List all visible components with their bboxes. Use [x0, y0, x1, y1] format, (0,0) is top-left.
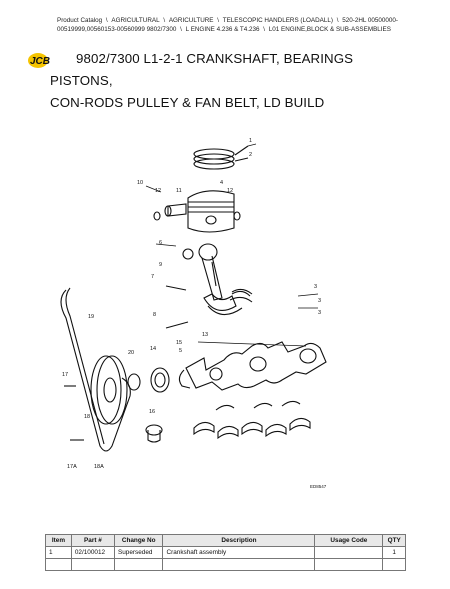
callout-label: 3 [318, 310, 321, 316]
breadcrumb-item[interactable]: 520-2HL 00500000-00519999,00560153-00560… [57, 17, 399, 33]
parts-diagram: 1 2 3 4 5 6 7 8 9 10 11 12 12 13 14 15 1… [60, 138, 327, 489]
bearing-shells [229, 290, 253, 303]
callout-label: 19 [88, 314, 94, 320]
circlip [233, 211, 241, 221]
callout-label: 3 [318, 298, 321, 304]
callout-label: 18A [94, 464, 104, 470]
callout-label: 4 [220, 180, 223, 186]
cell-part-number [70, 558, 115, 571]
column-header-item[interactable]: Item [45, 534, 72, 547]
callout-label: 2 [249, 152, 252, 158]
bearing-shell-upper [231, 288, 253, 295]
big-end-bolt [165, 285, 187, 291]
callout-label: 1 [249, 138, 252, 144]
column-header-usage[interactable]: Usage Code [314, 534, 384, 547]
breadcrumb: Product Catalog \ AGRICULTURAL \ AGRICUL… [57, 17, 399, 33]
callout-label: 14 [150, 346, 156, 352]
callout-label: 20 [128, 350, 134, 356]
cell-usage-code [314, 558, 384, 571]
callout-label: 5 [179, 348, 182, 354]
cell-change-no [113, 558, 164, 571]
callout-label: 6 [159, 240, 162, 246]
fan-belt [60, 289, 131, 452]
breadcrumb-item[interactable]: L ENGINE 4.236 & T4.236 [185, 25, 260, 33]
table-header-row: Item Part # Change No Description Usage … [45, 534, 406, 547]
main-bearing-shells [193, 400, 311, 440]
circlip [153, 211, 161, 221]
breadcrumb-item[interactable]: AGRICULTURAL [111, 17, 160, 24]
title-line-1: 9802/7300 L1-2-1 CRANKSHAFT, BEARINGS PI… [50, 51, 354, 88]
cell-qty: 1 [382, 546, 406, 559]
callout-label: 17A [67, 464, 77, 470]
column-header-qty[interactable]: QTY [382, 534, 406, 547]
piston-rings [193, 145, 249, 170]
callout-label: 13 [202, 332, 208, 338]
connecting-rod [198, 243, 243, 316]
crank-gear [150, 367, 170, 393]
jcb-logo: JCB [28, 53, 50, 68]
column-header-part[interactable]: Part # [70, 534, 115, 547]
thrust-washer [127, 373, 141, 391]
callout-label: 17 [62, 372, 68, 378]
breadcrumb-item[interactable]: AGRICULTURE [168, 17, 214, 24]
cell-item [45, 558, 72, 571]
page-title: 9802/7300 L1-2-1 CRANKSHAFT, BEARINGS PI… [50, 48, 410, 114]
callout-label: 15 [176, 340, 182, 346]
cell-qty [382, 558, 406, 571]
big-end-nut [165, 321, 189, 329]
callout-label: 16 [149, 409, 155, 415]
callout-label: 11 [176, 188, 182, 194]
breadcrumb-item[interactable]: TELESCOPIC HANDLERS (LOADALL) [222, 17, 333, 24]
thrust-washers [145, 424, 163, 443]
table-row [45, 558, 406, 571]
cell-change-no: Superseded [113, 546, 164, 559]
crankshaft-pulley [90, 355, 128, 425]
piston [187, 190, 235, 233]
parts-table: Item Part # Change No Description Usage … [45, 534, 406, 571]
callout-label: 7 [151, 274, 154, 280]
breadcrumb-item[interactable]: Product Catalog [57, 17, 103, 24]
title-line-2: CON-RODS PULLEY & FAN BELT, LD BUILD [50, 95, 325, 110]
callout-label: 8 [153, 312, 156, 318]
cell-part-number[interactable]: 02/100012 [70, 546, 115, 559]
column-header-change[interactable]: Change No [113, 534, 164, 547]
callout-label: 10 [137, 180, 143, 186]
cell-description [162, 558, 316, 571]
crankshaft [178, 341, 327, 391]
figure-reference: ED8547 [310, 484, 327, 489]
column-header-description[interactable]: Description [162, 534, 316, 547]
cell-item: 1 [45, 546, 72, 559]
table-row[interactable]: 1 02/100012 Superseded Crankshaft assemb… [45, 546, 406, 559]
callout-label: 18 [84, 414, 90, 420]
callout-label: 12 [155, 188, 161, 194]
callout-label: 9 [159, 262, 162, 268]
cell-description: Crankshaft assembly [162, 546, 316, 559]
small-end-bush [182, 248, 194, 260]
logo-text: JCB [30, 56, 50, 67]
callout-label: 3 [314, 284, 317, 290]
cell-usage-code [314, 546, 384, 559]
gudgeon-pin [164, 203, 187, 217]
callout-label: 12 [227, 188, 233, 194]
breadcrumb-item[interactable]: L01 ENGINE,BLOCK & SUB-ASSEMBLIES [268, 25, 391, 33]
